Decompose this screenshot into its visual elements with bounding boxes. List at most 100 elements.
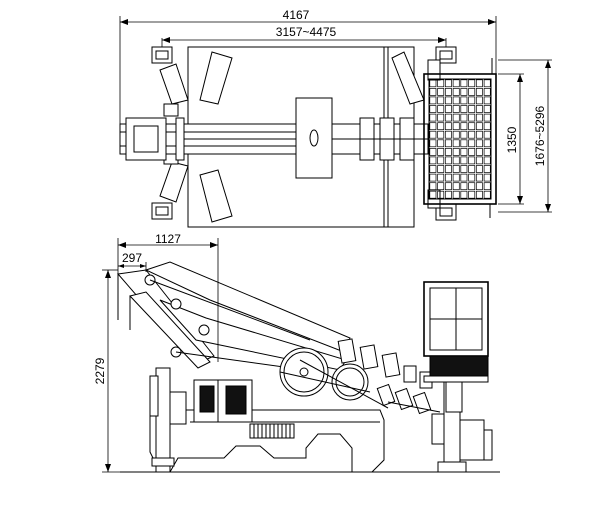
platform-grid-cell — [475, 173, 483, 182]
platform-grid-cell — [452, 182, 460, 191]
platform-grid-cell — [468, 139, 476, 148]
platform-grid-cell — [437, 190, 445, 199]
dim-outrigger-span: 3157~4475 — [161, 25, 447, 47]
platform-grid-cell — [452, 105, 460, 113]
overall-length-label: 4167 — [283, 8, 310, 22]
platform-grid-cell — [460, 190, 468, 199]
dim-platform-width: 1350 — [498, 73, 524, 205]
platform-grid-cell — [452, 165, 460, 173]
outrigger-front-right — [427, 46, 457, 81]
platform-grid-cell — [429, 113, 437, 122]
platform-grid-cell — [452, 156, 460, 165]
platform-grid-cell — [483, 79, 491, 88]
dim-outrigger-width: 1676~5296 — [498, 59, 552, 213]
platform-grid-cell — [444, 122, 452, 131]
platform-grid-cell — [468, 105, 476, 113]
platform-grid-cell — [468, 148, 476, 156]
outrigger-rear-left — [151, 151, 189, 220]
platform-grid-cell — [429, 139, 437, 148]
platform-grid-cell — [460, 156, 468, 165]
platform-grid-cell — [483, 173, 491, 182]
platform-grid-cell — [437, 88, 445, 96]
platform-grid-cell — [429, 130, 437, 139]
platform-grid-cell — [468, 113, 476, 122]
platform-grid-cell — [452, 113, 460, 122]
platform-grid-cell — [475, 182, 483, 191]
front-overhang-label: 1127 — [155, 232, 181, 246]
platform-grid-cell — [444, 88, 452, 96]
platform-grid-cell — [437, 79, 445, 88]
platform-grid-cell — [468, 165, 476, 173]
outrigger-width-label: 1676~5296 — [533, 105, 547, 166]
overall-height-label: 2279 — [93, 357, 107, 384]
platform-side — [423, 281, 489, 413]
platform-grid-cell — [437, 156, 445, 165]
platform-grid-cell — [460, 105, 468, 113]
platform-grid-cell — [444, 156, 452, 165]
platform-grid-cell — [475, 190, 483, 199]
platform-grid-cell — [475, 113, 483, 122]
platform-grid-cell — [475, 79, 483, 88]
platform-grid-cell — [468, 182, 476, 191]
platform-grid-cell — [429, 148, 437, 156]
outrigger-span-label: 3157~4475 — [276, 25, 337, 39]
platform-grid-cell — [475, 130, 483, 139]
dim-overall-height: 2279 — [93, 269, 120, 473]
platform-grid-cell — [468, 173, 476, 182]
platform-grid-cell — [429, 79, 437, 88]
top-view: 4167 3157~4475 1350 1676~5296 — [119, 8, 552, 228]
jib-links — [337, 338, 441, 415]
platform-grid-cell — [452, 79, 460, 88]
platform-grid-cell — [468, 156, 476, 165]
platform-grid-cell — [460, 173, 468, 182]
platform-grid-cell — [483, 130, 491, 139]
platform-grid-cell — [429, 96, 437, 105]
platform-grid-cell — [483, 105, 491, 113]
platform-grid-cell — [437, 148, 445, 156]
platform-grid-cell — [444, 148, 452, 156]
drum-assembly — [279, 347, 389, 409]
platform-grid-cell — [452, 190, 460, 199]
platform-grid-cell — [468, 190, 476, 199]
platform-grid-cell — [468, 122, 476, 131]
platform-grid-cell — [475, 165, 483, 173]
platform-grid-cell — [444, 139, 452, 148]
platform-grid-cell — [460, 122, 468, 131]
platform-grid-cell — [460, 139, 468, 148]
platform-grid-cell — [452, 96, 460, 105]
platform-grid-cell — [460, 88, 468, 96]
platform-grid-cell — [429, 105, 437, 113]
platform-grid-cell — [483, 96, 491, 105]
platform-grid-cell — [452, 122, 460, 131]
platform-grid-cell — [468, 96, 476, 105]
platform-width-label: 1350 — [505, 126, 519, 153]
platform-grid-cell — [475, 122, 483, 131]
platform-grid-cell — [483, 182, 491, 191]
platform-grid-cell — [483, 190, 491, 199]
platform-grid-cell — [475, 88, 483, 96]
chassis-side — [149, 379, 385, 473]
side-view: 1127 297 2279 — [93, 232, 500, 473]
platform-grid-cell — [452, 139, 460, 148]
platform-grid-cell — [475, 105, 483, 113]
platform-grid-cell — [429, 190, 437, 199]
platform-grid-cell — [437, 139, 445, 148]
platform-grid-cell — [483, 148, 491, 156]
platform-grid-cell — [460, 165, 468, 173]
platform-grid-cell — [475, 139, 483, 148]
platform-grid-cell — [460, 79, 468, 88]
platform-grid-cell — [468, 88, 476, 96]
platform-grid-cell — [483, 139, 491, 148]
platform-grid-cell — [429, 165, 437, 173]
platform-top — [423, 73, 497, 205]
platform-grid-cell — [460, 182, 468, 191]
outrigger-front-left — [151, 46, 189, 117]
platform-grid-cell — [444, 165, 452, 173]
boom-top — [119, 97, 429, 179]
platform-grid-cell — [460, 130, 468, 139]
platform-grid-cell — [437, 113, 445, 122]
dim-overall-length: 4167 — [119, 8, 497, 124]
platform-grid-cell — [460, 96, 468, 105]
platform-grid-cell — [437, 165, 445, 173]
